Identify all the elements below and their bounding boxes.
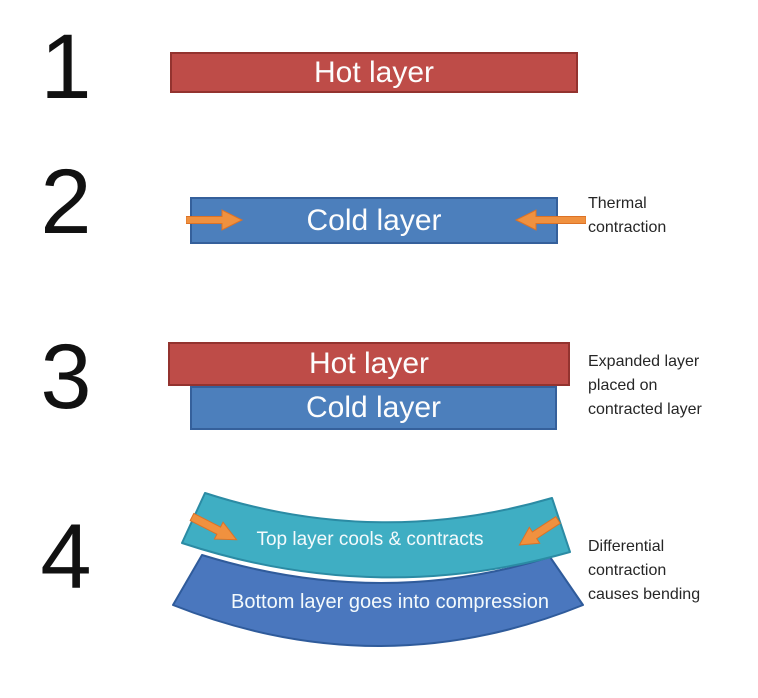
bottom-layer-band [172, 554, 584, 647]
step-3-hot-layer-label: Hot layer [308, 347, 430, 380]
contract-arrow-right-icon [186, 209, 244, 231]
bottom-band-label: Bottom layer goes into compression [231, 591, 549, 613]
step-4-number: 4 [40, 506, 92, 608]
step-2-cold-layer-label: Cold layer [306, 203, 442, 237]
step-1-hot-layer-label: Hot layer [313, 55, 435, 89]
bend-arrow-down-left-icon [518, 515, 561, 546]
contract-arrow-left-icon [514, 209, 586, 231]
step-1-number: 1 [40, 16, 92, 118]
bending-layers-figure: Top layer cools & contracts Bottom layer… [172, 492, 584, 647]
step-4-annotation: Differential contraction causes bending [588, 538, 701, 603]
bend-arrow-down-right-icon [189, 512, 238, 541]
step-3-number: 3 [40, 326, 92, 428]
step-3-hot-layer-bar: Hot layer [168, 342, 570, 386]
step-3-cold-layer-bar: Cold layer [190, 386, 557, 430]
step-2-cold-layer-bar: Cold layer [190, 197, 558, 244]
step-2-number: 2 [40, 151, 92, 253]
step-2-annotation: Thermal contraction [588, 195, 667, 236]
step-3-cold-layer-label: Cold layer [305, 391, 442, 424]
top-band-label: Top layer cools & contracts [256, 529, 483, 550]
step-3-annotation: Expanded layer placed on contracted laye… [588, 353, 702, 418]
top-layer-band [181, 492, 571, 579]
step-1-hot-layer-bar: Hot layer [170, 52, 578, 93]
